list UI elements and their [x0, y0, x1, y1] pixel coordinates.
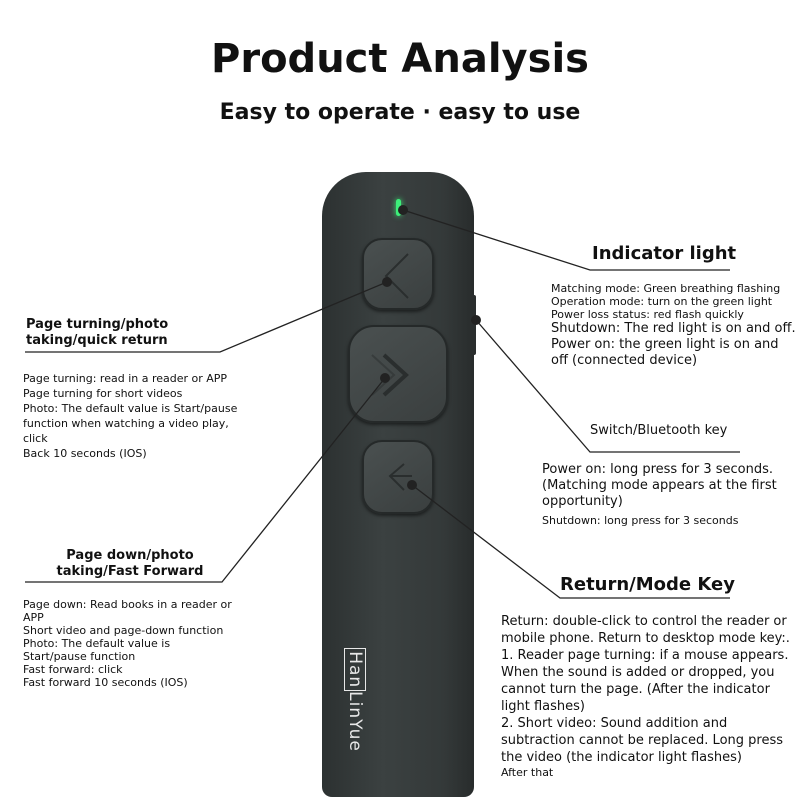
page-up-button	[362, 238, 434, 310]
page-down-button	[348, 325, 448, 423]
page-turn-label: Page turning/photo taking/quick return	[26, 317, 169, 348]
indicator-light	[396, 199, 401, 216]
page-subtitle: Easy to operate · easy to use	[219, 100, 581, 125]
return-description: Return: double-click to control the read…	[501, 614, 790, 779]
return-icon	[388, 463, 412, 491]
switch-label: Switch/Bluetooth key	[590, 423, 728, 438]
switch-description: Power on: long press for 3 seconds. (Mat…	[542, 462, 777, 527]
indicator-label: Indicator light	[592, 243, 737, 264]
switch-key	[470, 295, 476, 355]
return-mode-button	[362, 440, 434, 514]
indicator-description: Matching mode: Green breathing flashing …	[551, 282, 796, 368]
return-label: Return/Mode Key	[560, 574, 735, 595]
page-down-description: Page down: Read books in a reader or APP…	[23, 598, 232, 689]
chevron-left-icon	[384, 253, 409, 299]
page-turn-description: Page turning: read in a reader or APP Pa…	[23, 372, 238, 460]
page-down-label: Page down/photo taking/Fast Forward	[56, 548, 204, 579]
page-title: Product Analysis	[211, 36, 589, 82]
chevron-right-icon	[371, 353, 409, 397]
